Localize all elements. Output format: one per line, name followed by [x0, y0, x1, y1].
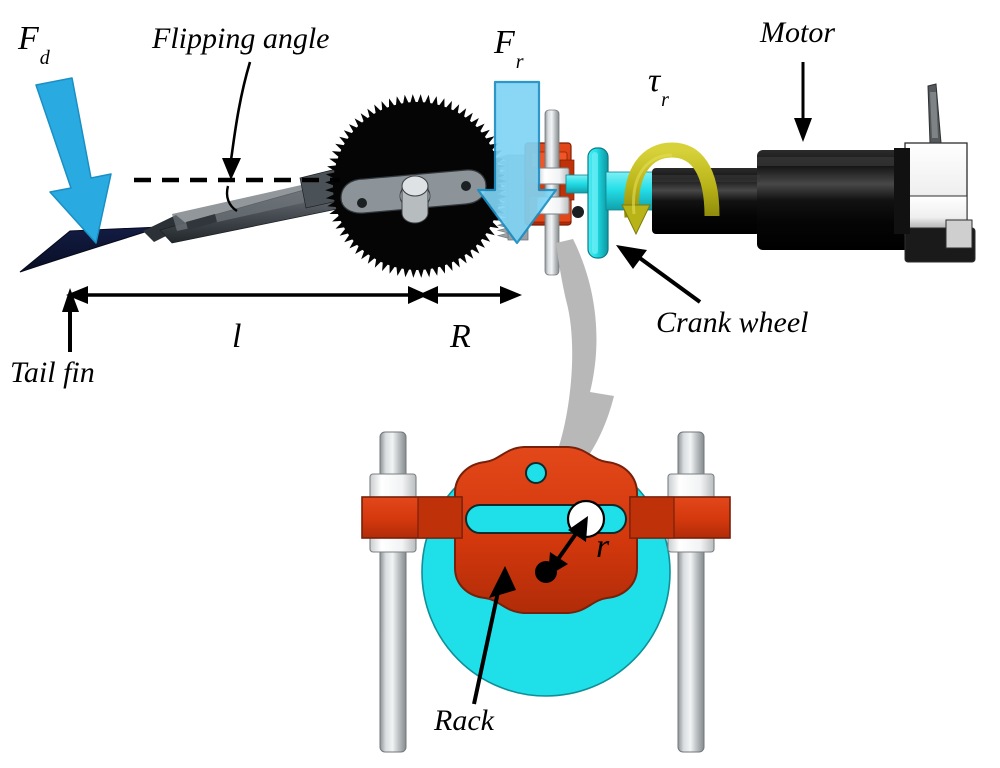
label-crank-wheel: Crank wheel: [656, 306, 809, 339]
dimension-l: [66, 286, 428, 304]
flipping-angle-leader: [222, 61, 252, 213]
label-torque: τr: [648, 62, 669, 111]
label-drag-force-symbol: F: [18, 20, 39, 57]
dimension-R: [418, 286, 522, 304]
label-rack: Rack: [434, 704, 494, 737]
label-rack-force-symbol: F: [494, 24, 515, 61]
linkage-arm: [143, 164, 361, 244]
drag-force-arrow: [35, 77, 112, 244]
label-rack-force: Fr: [494, 24, 524, 73]
right-bushing-top: [667, 473, 715, 501]
rocker-arm: [340, 169, 487, 224]
label-rack-force-subscript: r: [515, 50, 524, 73]
label-drag-force-subscript: d: [39, 46, 50, 69]
crank-wheel-leader-arrow: [616, 245, 702, 304]
label-length-l: l: [232, 318, 242, 355]
label-drag-force: Fd: [18, 20, 50, 69]
label-tail-fin: Tail fin: [10, 356, 95, 389]
torque-arrow: [621, 142, 720, 236]
motor-leader-arrow: [794, 62, 812, 142]
motor-encoder: [894, 83, 976, 263]
rack-force-arrow: [476, 80, 558, 245]
rack-leader-arrow: [472, 566, 516, 705]
detail-callout-swoosh: [529, 239, 614, 498]
rack-plate: [361, 446, 731, 614]
radius-arrow: [548, 516, 588, 576]
label-flipping-angle: Flipping angle: [152, 22, 330, 55]
left-bushing-top: [369, 473, 417, 501]
label-radius-R: R: [450, 318, 471, 355]
label-torque-symbol: τ: [648, 62, 661, 99]
crank-wheel: [587, 147, 609, 259]
motor-body: [652, 150, 910, 250]
label-radius-r: r: [596, 528, 610, 565]
tail-fin-leader-arrow: [62, 288, 79, 352]
label-motor: Motor: [760, 16, 835, 49]
label-torque-subscript: r: [661, 88, 669, 111]
